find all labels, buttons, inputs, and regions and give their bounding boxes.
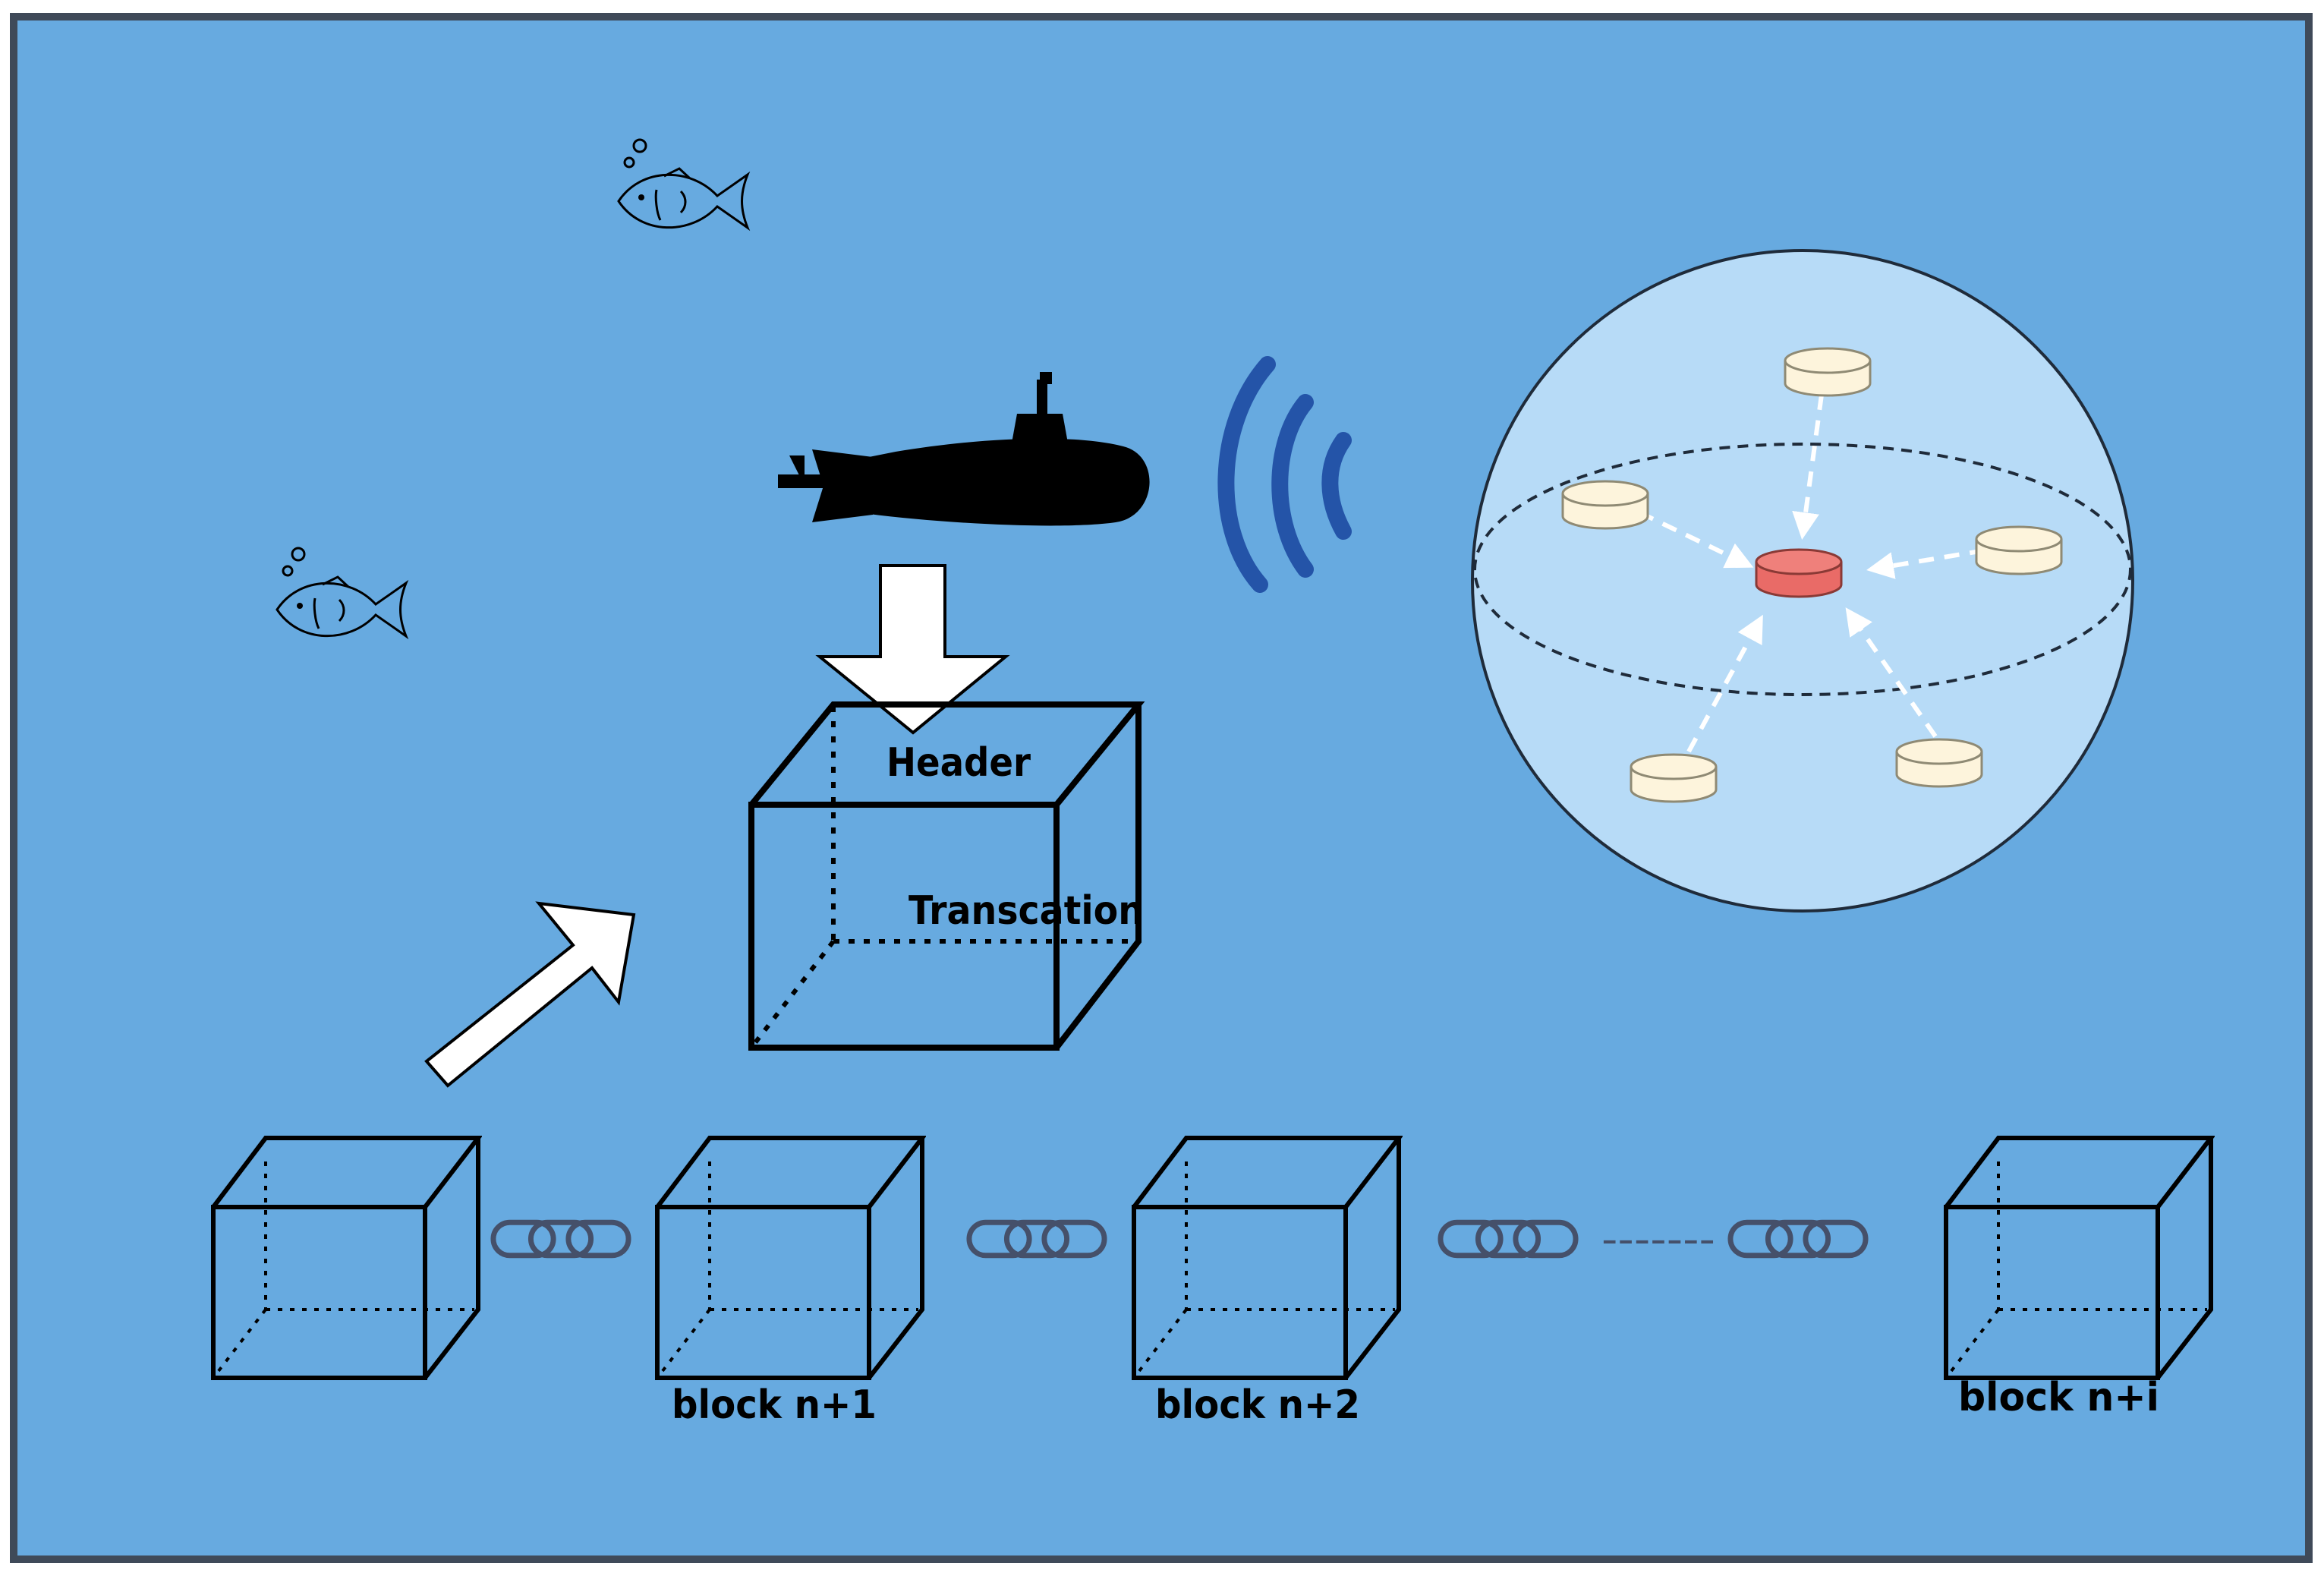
database-node-icon bbox=[1630, 753, 1718, 803]
signal-waves-icon bbox=[1217, 356, 1352, 593]
database-node-icon bbox=[1784, 347, 1872, 397]
block-n2-label: block n+2 bbox=[1155, 1382, 1360, 1428]
transaction-label: Transcation bbox=[909, 888, 1144, 934]
database-node-icon bbox=[1975, 525, 2063, 575]
header-label: Header bbox=[886, 740, 1031, 786]
arrow-down-icon bbox=[815, 564, 1010, 735]
database-node-icon bbox=[1895, 738, 1983, 788]
arrow-up-right-icon bbox=[424, 901, 636, 1088]
block-ni-label: block n+i bbox=[1958, 1375, 2159, 1420]
main-block bbox=[748, 701, 1145, 1051]
database-node-icon bbox=[1561, 480, 1649, 530]
database-node-icon bbox=[1755, 548, 1843, 598]
block-n1-label: block n+1 bbox=[672, 1382, 877, 1428]
consensus-sphere bbox=[1471, 249, 2134, 913]
chain-gap-dashes: ------- bbox=[1601, 1217, 1715, 1262]
submarine-icon bbox=[778, 372, 1150, 526]
